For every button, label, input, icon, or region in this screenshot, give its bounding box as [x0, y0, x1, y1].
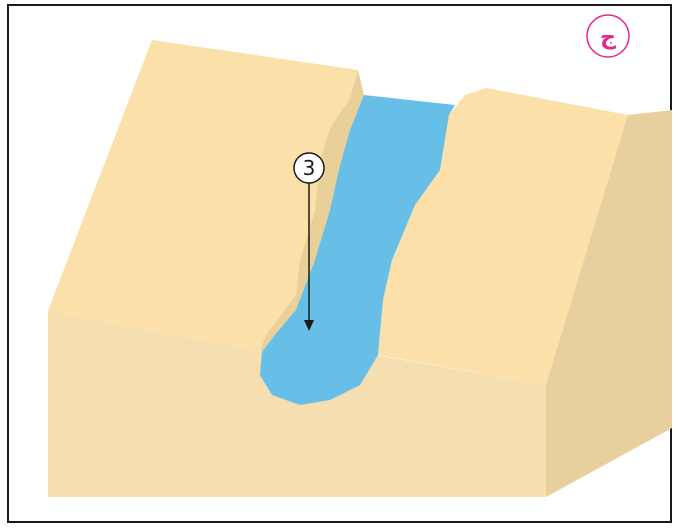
panel-letter: ج [600, 25, 616, 50]
callout-number: 3 [303, 156, 316, 180]
